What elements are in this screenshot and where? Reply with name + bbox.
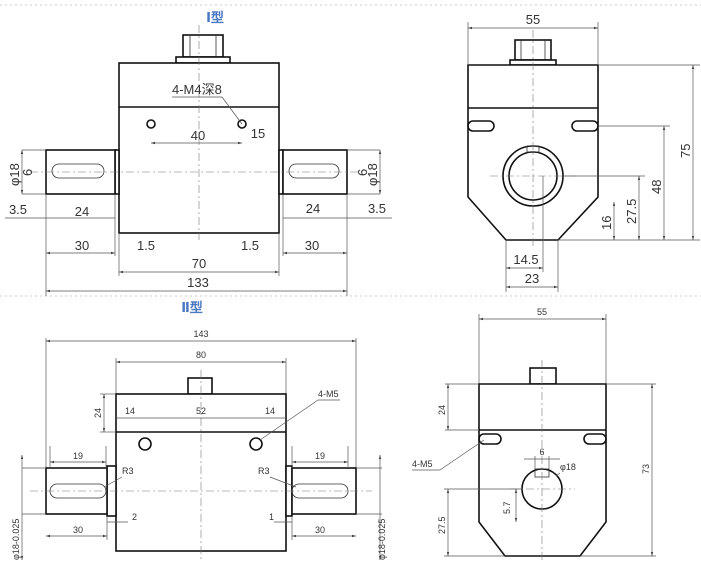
side-dim-75: 75 <box>678 144 693 158</box>
side-dim-16: 16 <box>599 216 614 230</box>
mount-hole-right <box>237 119 247 129</box>
right-diameter: φ18 <box>365 163 380 186</box>
dim-15: 15 <box>251 126 265 141</box>
dim-143: 143 <box>193 329 208 339</box>
connector <box>187 377 213 395</box>
left-key-width: 6 <box>20 169 35 176</box>
dim-3-5-right: 3.5 <box>368 201 386 216</box>
dim-24: 24 <box>93 408 103 418</box>
side-diameter: φ18 <box>560 462 576 472</box>
side-dim-6: 6 <box>539 447 544 457</box>
side-dim-27-5: 27.5 <box>624 199 639 224</box>
mount-hole-left <box>146 119 156 129</box>
type-1-title: Ⅰ型 <box>206 10 224 26</box>
right-key-width: 6 <box>355 169 370 176</box>
dim-52: 52 <box>196 406 206 416</box>
type-1-front-view: 4-M4深8 40 15 φ18 6 φ18 6 3.5 24 24 3.5 3… <box>5 25 392 296</box>
side-note: 4-M5 <box>412 459 433 469</box>
side-body <box>478 383 607 557</box>
connector <box>182 34 224 58</box>
side-dim-48: 48 <box>649 180 664 194</box>
type-1-note: 4-M4深8 <box>172 82 222 97</box>
dim-70: 70 <box>192 256 206 271</box>
mount-hole-left <box>138 437 152 451</box>
r3-left: R3 <box>122 466 134 476</box>
dim-1-5-left: 1.5 <box>137 238 155 253</box>
type-2-front-view: 143 80 4-M5 14 52 14 <box>11 329 387 560</box>
side-dim-24: 24 <box>437 405 447 415</box>
side-dim-73: 73 <box>641 464 651 474</box>
mount-hole-right <box>249 437 263 451</box>
dim-14-right: 14 <box>265 406 275 416</box>
side-dim-5-7: 5.7 <box>502 501 512 514</box>
side-dim-23: 23 <box>525 271 539 286</box>
side-dim-14-5: 14.5 <box>513 252 538 267</box>
left-diameter: φ18-0.025 <box>11 519 21 560</box>
left-diameter: φ18 <box>7 163 22 186</box>
side-dim-27-5: 27.5 <box>437 516 447 534</box>
dim-24-right: 24 <box>306 201 320 216</box>
r3-right: R3 <box>258 466 270 476</box>
side-dim-55: 55 <box>537 307 547 317</box>
right-keyway <box>288 163 340 179</box>
dim-19-right: 19 <box>315 451 325 461</box>
dim-40: 40 <box>191 128 205 143</box>
dim-1-5-right: 1.5 <box>241 238 259 253</box>
side-dim-55: 55 <box>526 12 540 27</box>
dim-30-left: 30 <box>75 238 89 253</box>
dim-14-left: 14 <box>125 406 135 416</box>
type-2-side-view: 55 24 4-M5 6 φ18 73 <box>412 307 656 563</box>
dim-1: 1 <box>269 512 274 522</box>
dim-19-left: 19 <box>73 451 83 461</box>
dim-24-left: 24 <box>75 204 89 219</box>
dim-30-right: 30 <box>315 525 325 535</box>
dim-2: 2 <box>132 512 137 522</box>
right-diameter: φ18-0.025 <box>377 519 387 560</box>
dim-30-left: 30 <box>73 525 83 535</box>
dim-30-right: 30 <box>305 238 319 253</box>
type-1-side-view: 55 75 48 27.5 16 14.5 23 <box>467 12 700 292</box>
dim-3-5-left: 3.5 <box>9 202 27 217</box>
type-2-note: 4-M5 <box>318 389 339 399</box>
dim-80: 80 <box>196 350 206 360</box>
left-keyway <box>51 163 105 179</box>
type-2-title: Ⅱ型 <box>181 300 203 316</box>
dim-133: 133 <box>187 275 209 290</box>
